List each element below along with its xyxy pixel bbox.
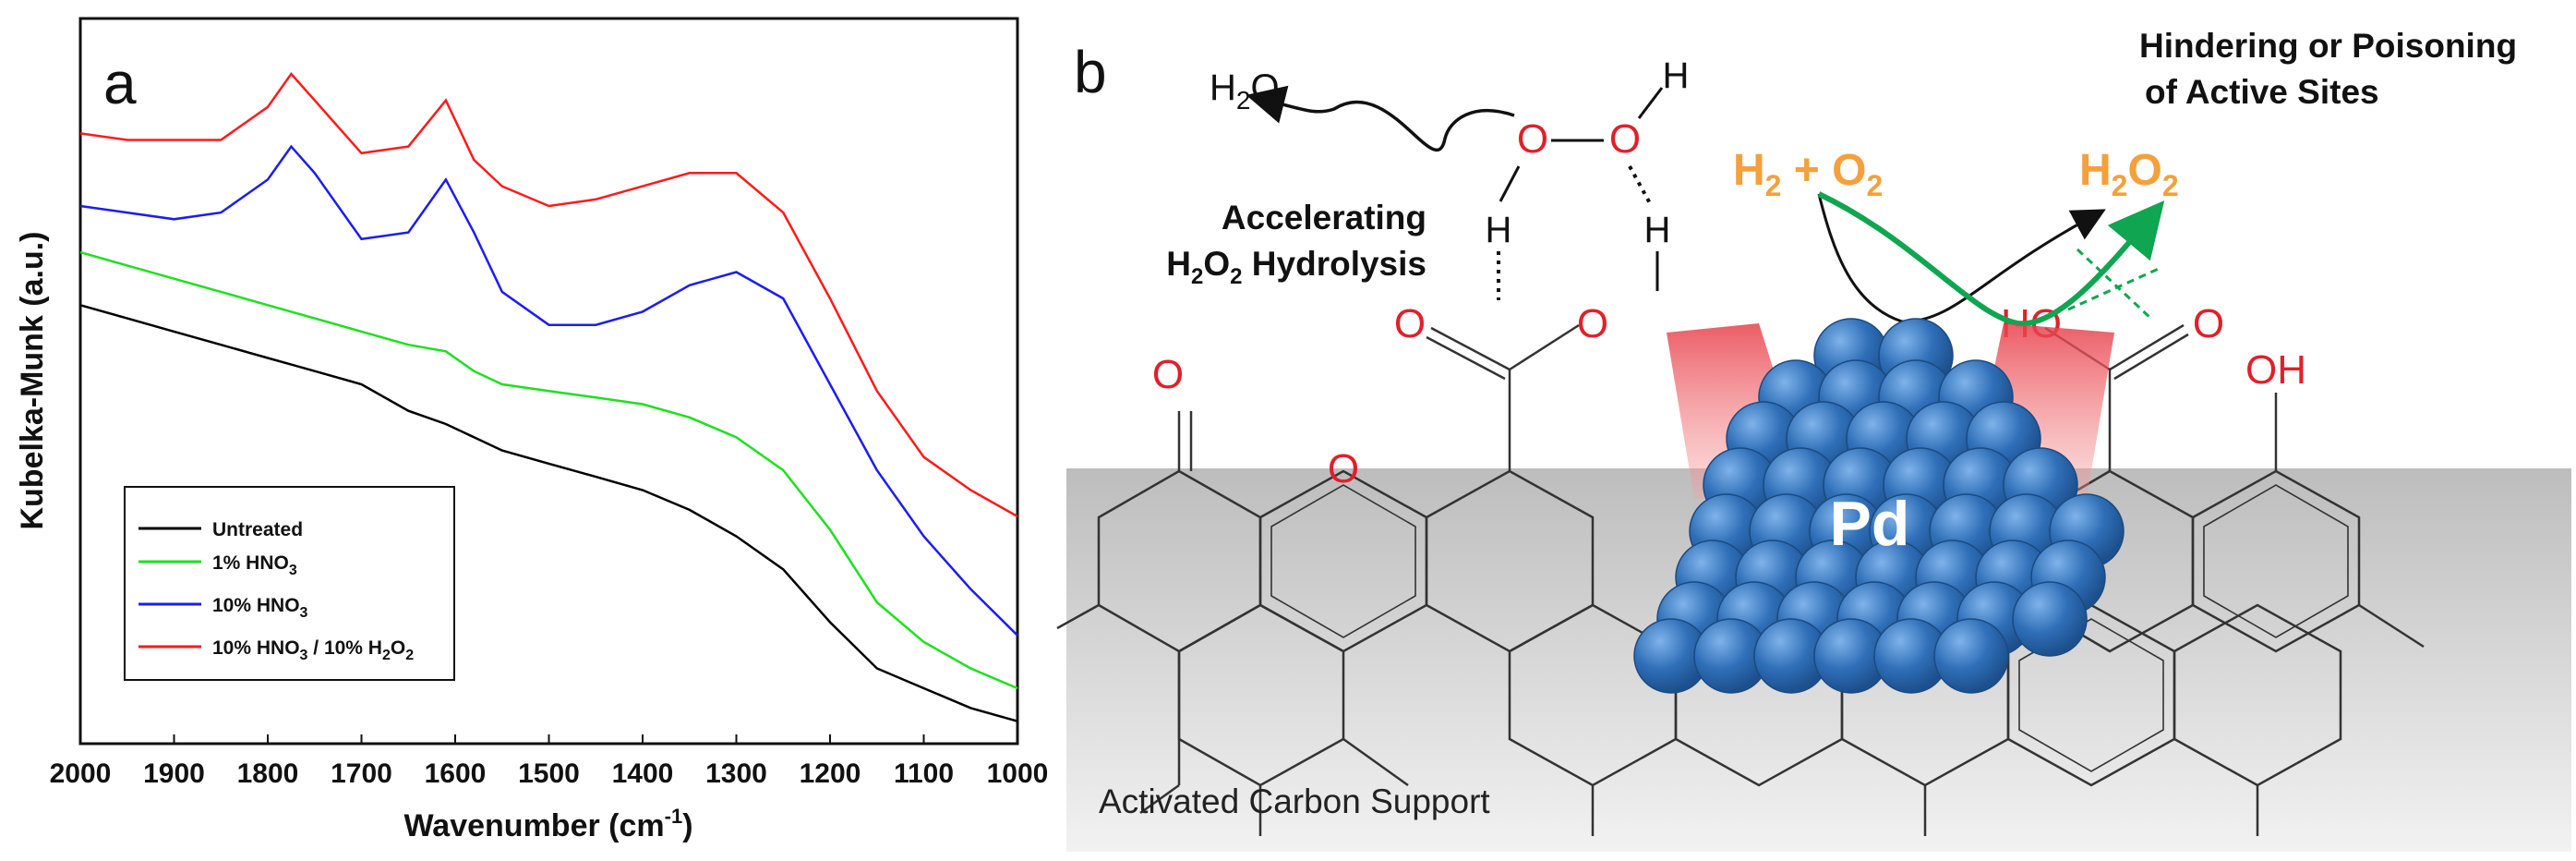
reaction-path-green (1817, 191, 2165, 327)
peroxide-h-left: H (1486, 210, 1512, 250)
x-tick-label: 1700 (331, 758, 392, 789)
legend-label: 1% HNO3 (212, 552, 297, 578)
legend: Untreated 1% HNO3 10% HNO3 10% HNO3 / 10… (124, 486, 455, 681)
pd-nanoparticle (1633, 318, 2125, 694)
ring-oxygen: O (1328, 446, 1359, 491)
legend-item: 10% HNO3 / 10% H2O2 (138, 637, 414, 663)
x-tick-label: 1900 (143, 758, 205, 789)
phenol-oh: OH (2245, 347, 2306, 393)
x-axis-ticks (79, 734, 1018, 744)
acid-oxygen-right: O (1577, 301, 1608, 346)
peroxide-h-top: H (1663, 55, 1690, 96)
x-tick-label: 1200 (800, 758, 861, 789)
ketone-oxygen: O (1152, 352, 1184, 397)
reaction-scheme: O O O O HO O OH O O H H H H2O Accelerati… (1056, 27, 2571, 852)
acid-carbonyl-right: O (2193, 301, 2224, 346)
series-line (79, 144, 1018, 637)
water-arrow (1246, 85, 1515, 152)
peroxide-molecule: O O H H H (1486, 55, 1690, 300)
acid-oxygen-left: O (1394, 301, 1426, 346)
x-axis-title: Wavenumber (cm-1) (403, 805, 692, 843)
x-tick-label: 1000 (987, 758, 1049, 789)
blocked-mark-1 (2076, 248, 2153, 321)
accelerating-label-1: Accelerating (1222, 199, 1426, 236)
series-layer (79, 71, 1018, 722)
carbon-lattice (1056, 323, 2425, 836)
water-label: H2O (1210, 67, 1280, 115)
legend-label: 10% HNO3 / 10% H2O2 (212, 637, 414, 663)
legend-item: 10% HNO3 (138, 595, 308, 621)
blocked-mark-2 (2067, 266, 2161, 311)
y-axis-title: Kubelka-Munk (a.u.) (15, 231, 50, 529)
reactants-label: H2 + O2 (1733, 146, 1883, 202)
x-tick-label: 1400 (612, 758, 674, 789)
x-tick-label: 1600 (425, 758, 487, 789)
legend-label: 10% HNO3 (212, 595, 308, 621)
pd-atom (2012, 581, 2088, 657)
panel-label-a: a (103, 50, 137, 116)
x-tick-label: 1100 (894, 758, 954, 789)
hindering-label-2: of Active Sites (2145, 73, 2379, 111)
peroxide-h-right: H (1644, 210, 1671, 250)
panel-label-b: b (1074, 39, 1107, 105)
x-tick-label: 1800 (237, 758, 299, 789)
product-label: H2O2 (2079, 146, 2179, 202)
x-tick-label: 1500 (518, 758, 580, 789)
ftir-chart: a 2000 1900 1800 1700 1600 1500 1400 1300 1200 11… (15, 17, 1048, 843)
legend-item: Untreated (138, 519, 303, 540)
series-line (79, 304, 1018, 722)
pd-label: Pd (1830, 489, 1910, 559)
peroxide-oxygen-1: O (1517, 116, 1548, 162)
x-tick-label: 1300 (705, 758, 767, 789)
peroxide-oxygen-2: O (1609, 116, 1641, 162)
hindering-label-1: Hindering or Poisoning (2139, 27, 2517, 65)
legend-label: Untreated (212, 519, 303, 540)
support-label: Activated Carbon Support (1099, 782, 1490, 820)
pd-atom (1933, 618, 2009, 694)
series-line (79, 71, 1018, 518)
legend-item: 1% HNO3 (138, 552, 297, 578)
series-line (79, 250, 1018, 690)
x-tick-label: 2000 (50, 758, 112, 789)
x-axis-tick-labels: 2000 1900 1800 1700 1600 1500 1400 1300 1200 1100… (50, 758, 1049, 789)
accelerating-label-2: H2O2 Hydrolysis (1166, 245, 1426, 289)
